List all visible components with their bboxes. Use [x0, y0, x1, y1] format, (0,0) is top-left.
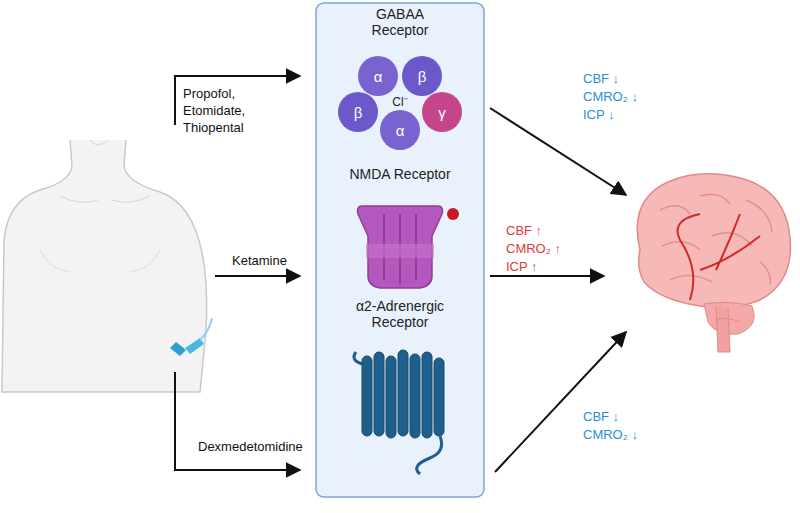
effect-label: CMRO₂ ↓	[583, 426, 673, 443]
effect-label: ICP ↑	[506, 258, 596, 275]
drug-arrow	[215, 275, 300, 277]
subunit-label: β	[354, 104, 363, 121]
effect-label: CBF ↑	[506, 222, 596, 239]
nmda-receptor-symbol	[358, 206, 460, 288]
receptor-group: NMDA Receptor	[330, 166, 470, 296]
ion-label: Cl⁻	[386, 94, 414, 111]
receptor-heading: GABAA Receptor	[348, 6, 452, 38]
receptor-group: α2-Adrenergic Receptor	[330, 298, 470, 478]
receptor-subunit: β	[338, 92, 378, 132]
effect-label: ICP ↓	[583, 106, 673, 123]
iv-catheter	[170, 318, 212, 356]
subunit-label: γ	[438, 104, 446, 121]
subunit-label: α	[396, 122, 405, 139]
subunit-label: β	[418, 68, 427, 85]
brain-illustration	[637, 174, 790, 352]
drug-label: Dexmedetomidine	[198, 438, 318, 455]
receptor-subunit: α	[358, 56, 398, 96]
receptor-subunit: γ	[422, 92, 462, 132]
effect-label: CMRO₂ ↓	[583, 88, 673, 105]
receptor-subunit: α	[380, 110, 420, 150]
effect-arrow	[495, 332, 626, 472]
effect-label: CBF ↓	[583, 408, 673, 425]
receptor-heading: NMDA Receptor	[348, 166, 452, 182]
receptor-heading: α2-Adrenergic Receptor	[348, 298, 452, 330]
effect-label: CBF ↓	[583, 70, 673, 87]
gpcr-receptor-symbol	[354, 350, 444, 474]
patient-body	[2, 140, 212, 392]
receptor-panel	[316, 3, 484, 497]
receptor-subunit: β	[402, 56, 442, 96]
drug-label: Ketamine	[232, 252, 312, 269]
subunit-label: α	[374, 68, 383, 85]
effect-arrow	[490, 275, 604, 277]
drug-label: Propofol, Etomidate, Thiopental	[183, 85, 257, 136]
effect-label: CMRO₂ ↑	[506, 240, 596, 257]
drug-arrow	[175, 372, 300, 470]
receptor-group: GABAA Receptor α β β γ α	[330, 6, 470, 156]
